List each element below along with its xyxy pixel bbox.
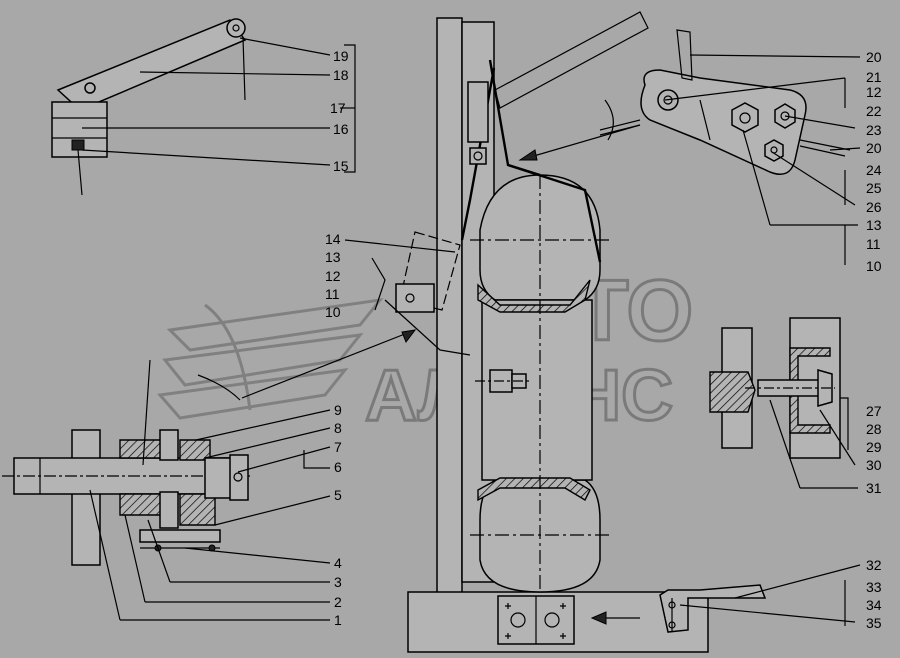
callout-27: 27: [866, 403, 882, 419]
callout-1: 1: [334, 612, 342, 628]
callout-10a: 10: [866, 258, 882, 274]
clamp-detail: [709, 317, 841, 459]
callout-13a: 13: [866, 217, 882, 233]
callout-22: 22: [866, 103, 882, 119]
callout-10b: 10: [325, 304, 341, 320]
callout-13b: 13: [325, 249, 341, 265]
pulley-detail: [2, 359, 250, 566]
winch-detail: [51, 18, 247, 196]
callout-32: 32: [866, 557, 882, 573]
callout-31: 31: [866, 480, 882, 496]
callout-35: 35: [866, 615, 882, 631]
callout-16: 16: [333, 121, 349, 137]
arrow-to-detail-b: [197, 329, 417, 401]
callout-11a: 11: [866, 236, 881, 252]
callout-21: 21: [866, 69, 882, 85]
center-bracket: [384, 231, 471, 356]
callout-34: 34: [866, 597, 882, 613]
top-bracket: [460, 11, 649, 263]
callout-6: 6: [334, 459, 342, 475]
callout-12b: 12: [325, 268, 341, 284]
callout-33: 33: [866, 579, 882, 595]
callout-17: 17: [330, 100, 346, 116]
callout-20b: 20: [866, 140, 882, 156]
leader-lines: [81, 37, 861, 626]
callout-30: 30: [866, 457, 882, 473]
callout-20a: 20: [866, 49, 882, 65]
callout-5: 5: [334, 487, 342, 503]
callout-7: 7: [334, 439, 342, 455]
callout-12a: 12: [866, 84, 882, 100]
callout-labels: 19 18 17 16 15 20 21 12 22 23 20 24 25 2…: [325, 48, 882, 631]
callout-3: 3: [334, 574, 342, 590]
callout-9: 9: [334, 402, 342, 418]
callout-18: 18: [333, 67, 349, 83]
callout-24: 24: [866, 162, 882, 178]
callout-11b: 11: [325, 286, 340, 302]
callout-23: 23: [866, 122, 882, 138]
callout-14: 14: [325, 231, 341, 247]
callout-4: 4: [334, 555, 342, 571]
plate-detail: [599, 29, 851, 175]
arrow-to-detail-a: [518, 124, 641, 161]
spare-tyre: [470, 174, 610, 593]
callout-25: 25: [866, 180, 882, 196]
wheel-mount-bolt: [475, 369, 530, 393]
callout-2: 2: [334, 594, 342, 610]
callout-19: 19: [333, 48, 349, 64]
callout-26: 26: [866, 199, 882, 215]
callout-8: 8: [334, 420, 342, 436]
callout-15: 15: [333, 158, 349, 174]
callout-28: 28: [866, 421, 882, 437]
callout-29: 29: [866, 439, 882, 455]
